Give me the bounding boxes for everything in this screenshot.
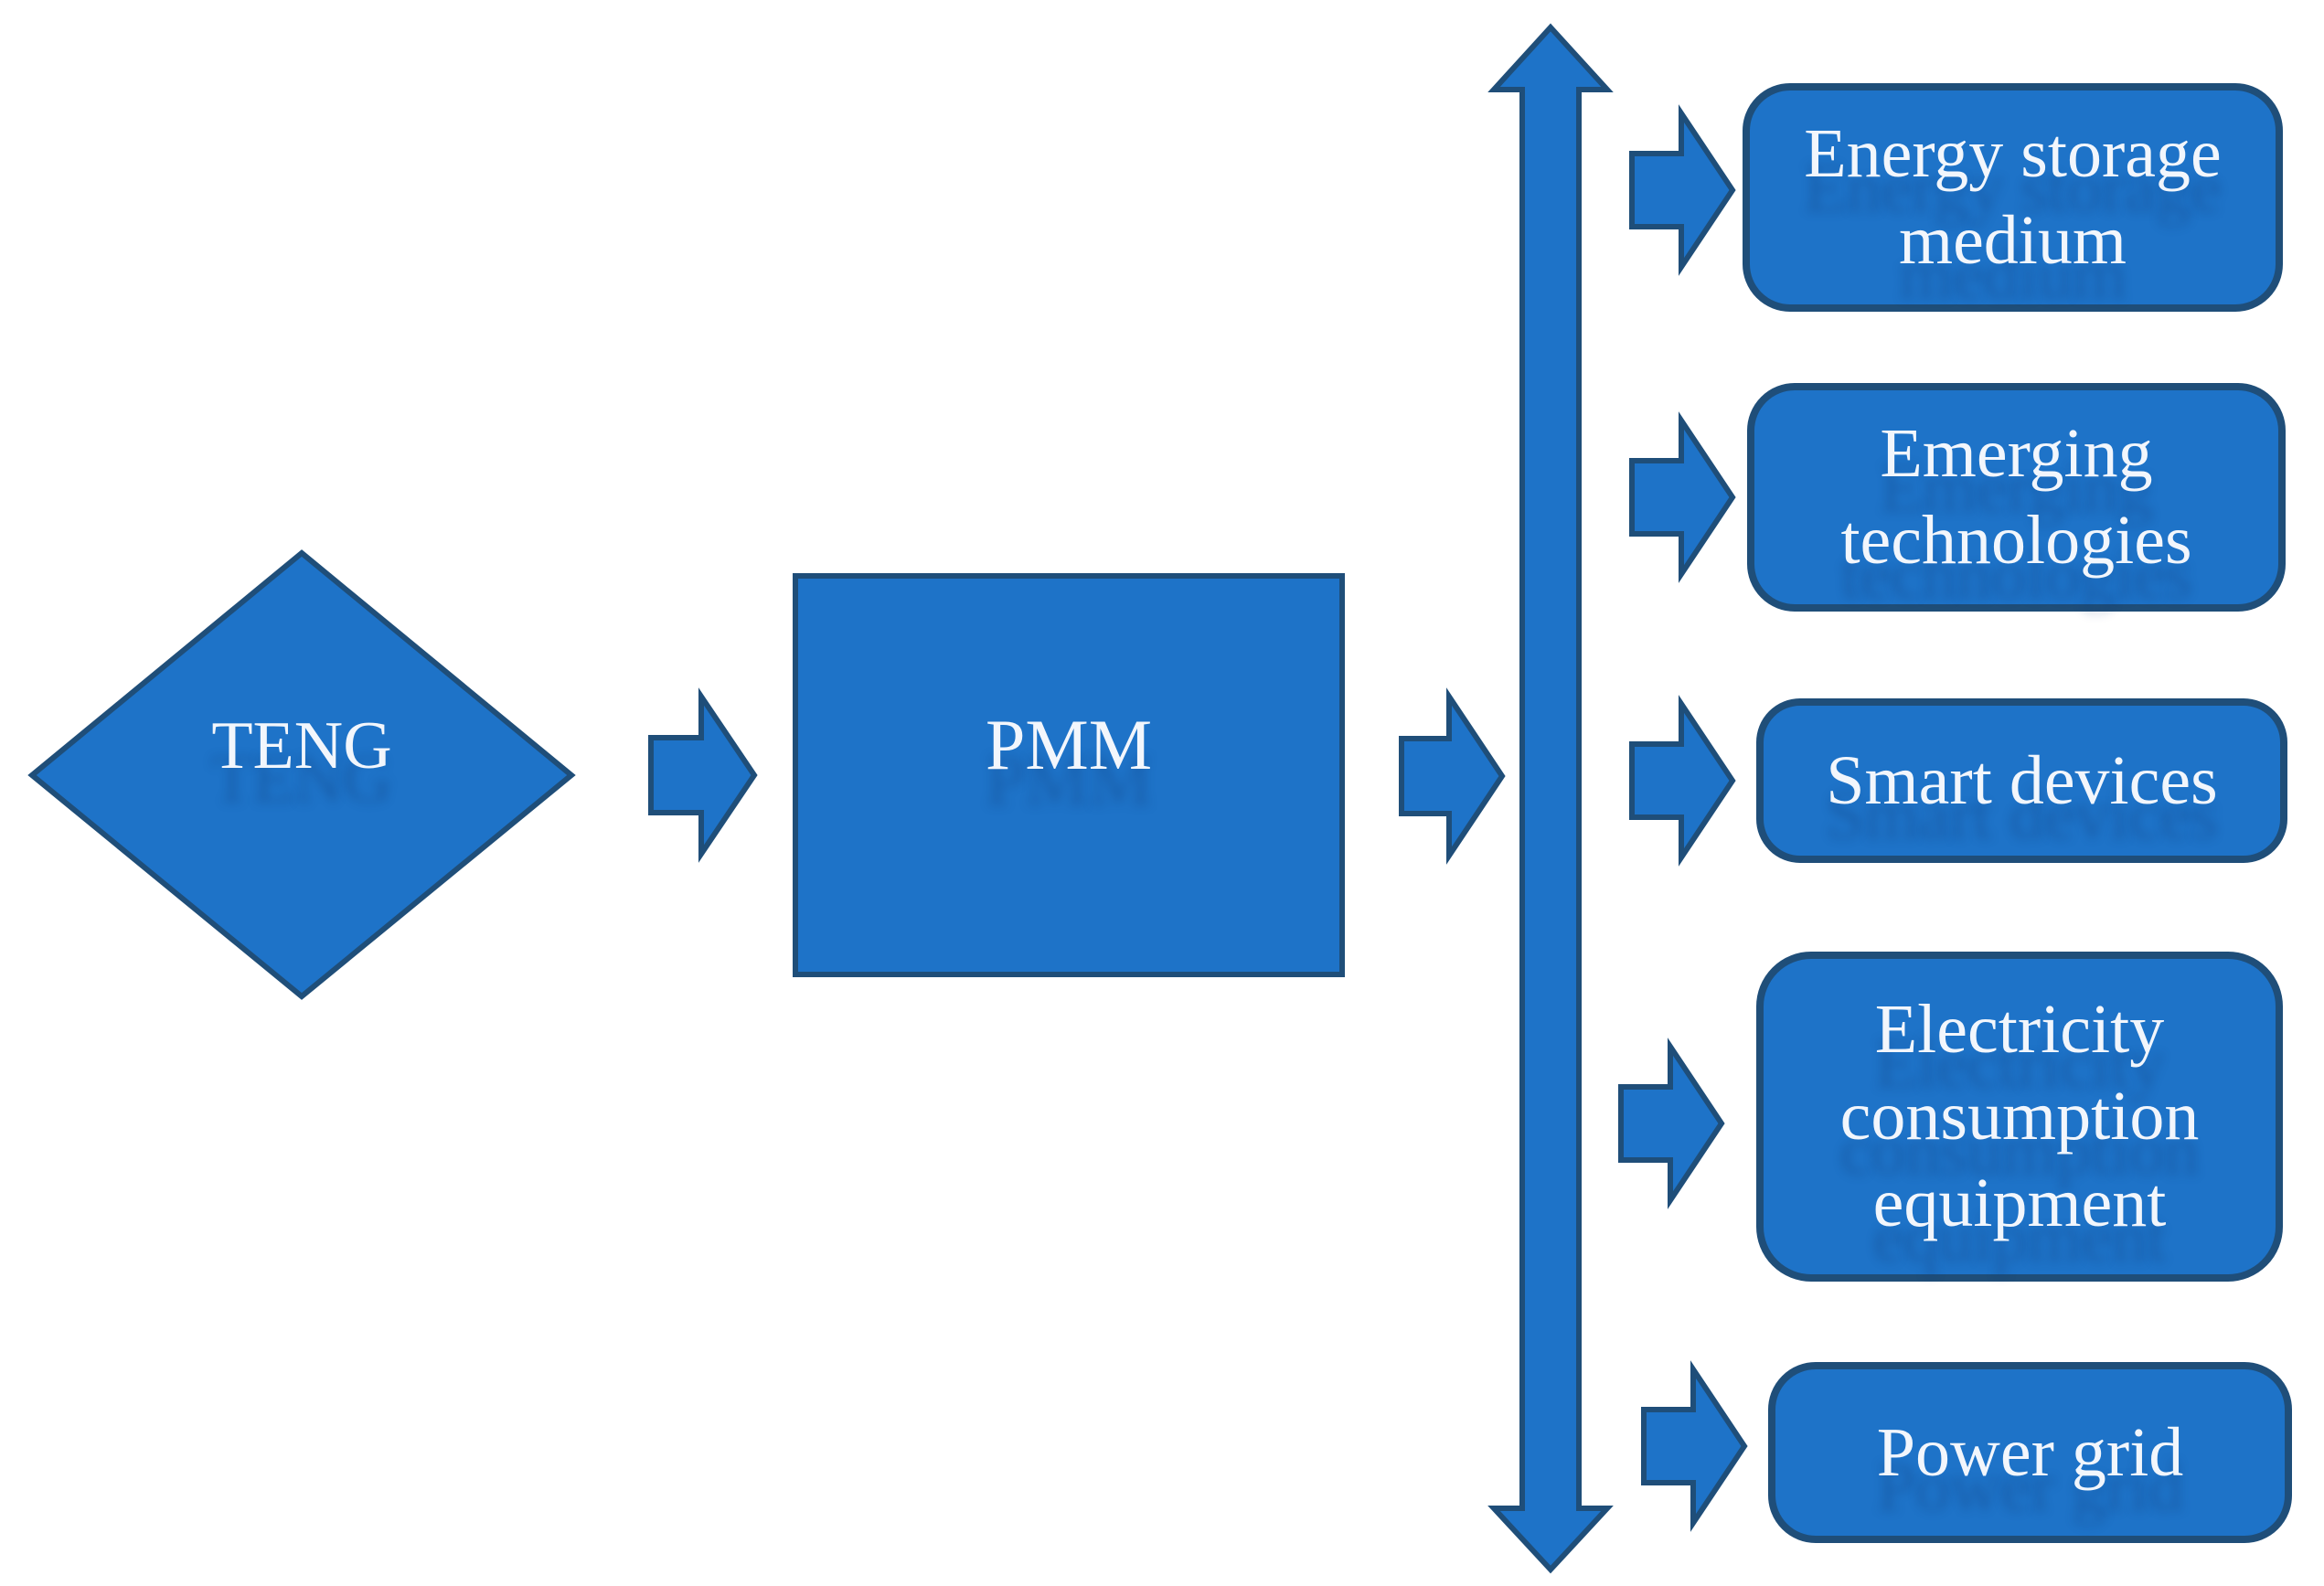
output-label-electricity-consumption-equipment: Electricity consumption equipment: [1839, 991, 2200, 1241]
branch-arrow-icon-4: [1618, 1038, 1725, 1209]
pmm-box-shape: [793, 573, 1345, 977]
output-box-shape-1: [1743, 83, 2283, 312]
pmm-label: PMM: [985, 705, 1153, 785]
output-box-shape-3: [1756, 698, 2287, 863]
output-label-smart-devices: Smart devices: [1826, 741, 2218, 819]
output-box-shape-2: [1747, 383, 2286, 612]
output-box-shape-5: [1768, 1362, 2292, 1543]
branch-arrow-icon-2: [1629, 411, 1736, 583]
output-box-shape-4: [1756, 952, 2283, 1282]
arrow-pmm-to-bus-icon: [1399, 687, 1506, 865]
branch-arrow-icon-1: [1629, 104, 1736, 276]
teng-diamond-shape: [27, 549, 576, 1000]
branch-arrow-icon-3: [1629, 695, 1736, 867]
vertical-double-arrow-icon: [1487, 23, 1614, 1574]
output-label-emerging-technologies: Emerging technologies: [1840, 415, 2192, 579]
arrow-teng-to-pmm-icon: [648, 687, 758, 863]
output-label-power-grid: Power grid: [1876, 1413, 2184, 1491]
teng-label: TENG: [211, 708, 392, 784]
output-label-energy-storage-medium: Energy storage medium: [1804, 115, 2222, 279]
branch-arrow-icon-5: [1641, 1360, 1748, 1532]
